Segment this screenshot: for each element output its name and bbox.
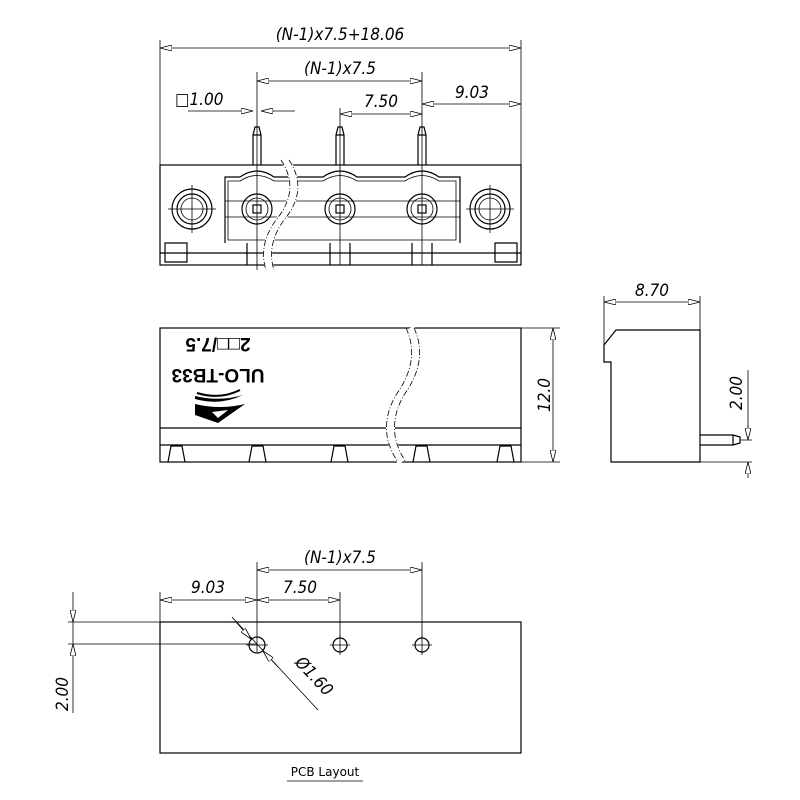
marking-rating: 2□□/7.5 — [185, 333, 251, 354]
pcb-holes — [246, 635, 432, 655]
pcb-pitch-label: 7.50 — [283, 578, 317, 598]
connector-body-front — [159, 327, 522, 463]
connector-body-top — [159, 164, 522, 266]
pin-size-label: □1.00 — [175, 90, 224, 110]
pitch-span-label: (N-1)x7.5 — [304, 59, 376, 79]
overall-width-label: (N-1)x7.5+18.06 — [276, 25, 405, 45]
pin-height-label: 2.00 — [727, 376, 747, 410]
break-line — [263, 159, 299, 271]
pins — [252, 126, 427, 165]
pcb-edge-offset-label: 9.03 — [191, 578, 225, 598]
height-label: 12.0 — [535, 378, 555, 412]
side-pin — [700, 434, 741, 446]
depth-label: 8.70 — [635, 281, 669, 301]
top-view: (N-1)x7.5+18.06 (N-1)x7.5 9.03 7.50 □1.0… — [159, 25, 522, 272]
pcb-layout-caption: PCB Layout — [291, 765, 360, 779]
pitch-label: 7.50 — [364, 92, 398, 112]
row-offset-label: 2.00 — [53, 677, 73, 711]
brand-logo — [195, 389, 245, 423]
edge-offset-label: 9.03 — [455, 83, 489, 103]
break-line — [386, 327, 420, 463]
hole-diameter-label: Ø1.60 — [290, 652, 337, 700]
connector-body-side — [603, 329, 701, 463]
side-view: 8.70 2.00 — [603, 281, 752, 478]
pcb-outline — [159, 621, 522, 754]
front-view: 2□□/7.5 ULO-TB33 12.0 — [159, 326, 560, 465]
pcb-layout: (N-1)x7.5 9.03 7.50 Ø1.60 2.00 PCB Layou… — [53, 548, 522, 782]
screw-terminals — [241, 127, 438, 270]
mounting-hole-left — [168, 185, 216, 233]
mounting-hole-right — [466, 185, 514, 233]
marking-model: ULO-TB33 — [172, 364, 265, 385]
pcb-pitch-span-label: (N-1)x7.5 — [304, 548, 376, 568]
